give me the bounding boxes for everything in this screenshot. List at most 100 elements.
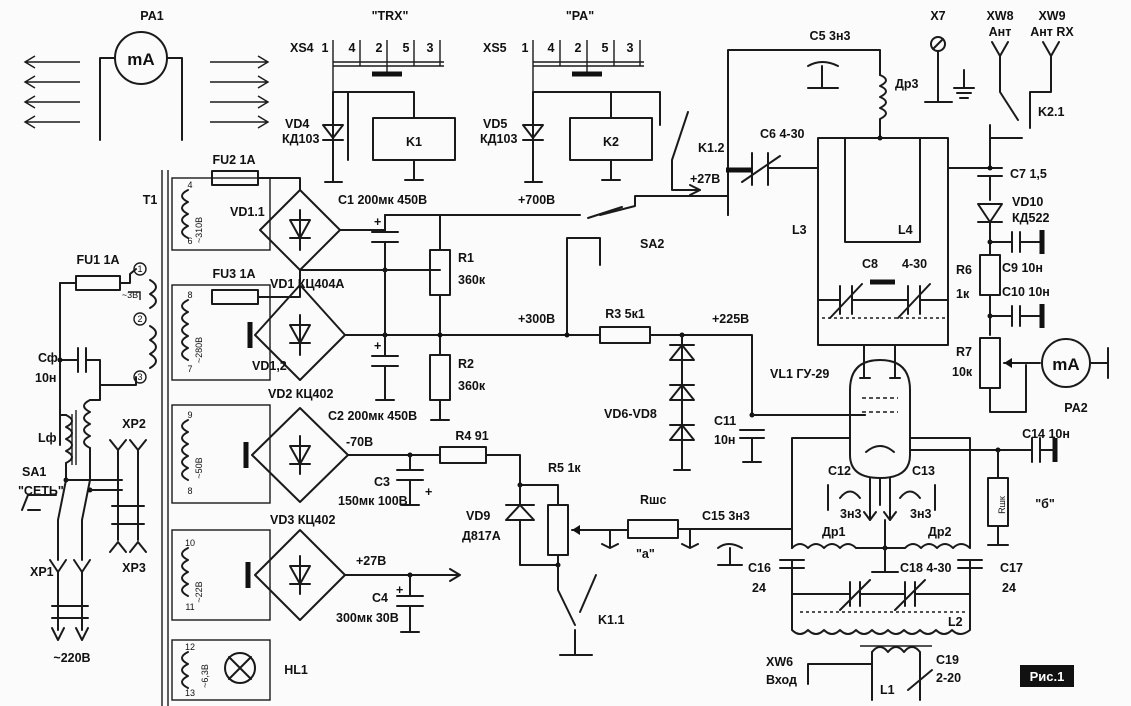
x7-label: X7 (930, 9, 945, 23)
xw9-label: XW9 (1038, 9, 1065, 23)
c3-label: C3 (374, 475, 390, 489)
xw8-label: XW8 (986, 9, 1013, 23)
c1-capacitor: C1 200мк 450В + (299, 193, 441, 273)
vd3-bridge: VD3 КЦ402 +27В (245, 513, 461, 621)
c8-label: C8 (862, 257, 878, 271)
fu2-fuse: FU2 1A (211, 153, 301, 191)
pa2-unit: mA (1052, 355, 1079, 374)
cf-capacitor: Сф 10н (35, 347, 137, 386)
c4-val: 300мк 30В (336, 611, 399, 625)
xp2-connector: XP2 (109, 417, 147, 541)
t1-pin-11: 11 (185, 602, 194, 612)
l4-label: L4 (898, 223, 913, 237)
vd3-label: VD3 КЦ402 (270, 513, 335, 527)
fu3-fuse: FU3 1A (211, 267, 301, 305)
fu2-label: FU2 1A (212, 153, 255, 167)
t1-pin-2: 2 (137, 314, 142, 324)
c5-capacitor: C5 3н3 (727, 29, 881, 216)
t1-label: T1 (143, 193, 158, 207)
vd6vd8-label: VD6-VD8 (604, 407, 657, 421)
t1-primary: 1 ~3В 2 3 (122, 262, 157, 384)
r5-resistor: R5 1к (547, 461, 629, 568)
xw8-antenna: XW8 Ант (986, 9, 1019, 121)
c12-c13-capacitors: C12 3н3 C13 3н3 (827, 464, 936, 521)
a-mark: "а" (636, 547, 655, 561)
minus70-label: -70В (346, 435, 373, 449)
input-circuit: XW6 Вход L1 C19 2-20 (766, 645, 961, 701)
c8-val: 4-30 (902, 257, 927, 271)
c2-plus: + (374, 339, 381, 353)
r6-resistor: R6 1к (956, 254, 1001, 336)
pa2-label: PA2 (1064, 401, 1087, 415)
c1-label: C1 200мк 450В (338, 193, 427, 207)
c19-val: 2-20 (936, 671, 961, 685)
xs5-connector: "PA" XS5 1 4 2 5 3 (483, 9, 661, 116)
c9-label: C9 10н (1002, 261, 1043, 275)
w280-label: ~280В (194, 337, 204, 363)
xs5-label: XS5 (483, 41, 507, 55)
c3-val: 150мк 100В (338, 494, 408, 508)
plus700-label: +700В (518, 193, 555, 207)
vd1-label: VD1 КЦ404А (270, 277, 344, 291)
plus27-k-label: +27В (690, 172, 720, 186)
r2-label: R2 (458, 357, 474, 371)
xs4-pin-2: 2 (376, 41, 383, 55)
c6-label: C6 4-30 (760, 127, 805, 141)
c15-label: C15 3н3 (702, 509, 750, 523)
c16-label: C16 (748, 561, 771, 575)
k2-relay: K2 (559, 91, 653, 181)
r2-val: 360к (458, 379, 486, 393)
vd4-label: VD4 (285, 117, 309, 131)
xp2-label: XP2 (122, 417, 146, 431)
r1-label: R1 (458, 251, 474, 265)
c16-val: 24 (752, 581, 766, 595)
dr2-label: Др2 (928, 525, 952, 539)
l3-label: L3 (792, 223, 807, 237)
c9-capacitor: C9 10н (987, 230, 1045, 275)
c11-val: 10н (714, 433, 735, 447)
plus27-label: +27В (356, 554, 386, 568)
vd4-type: КД103 (282, 132, 319, 146)
c14-label: C14 10н (1022, 427, 1070, 441)
left-airflow-arrows (23, 55, 80, 129)
vd4-diode: VD4 КД103 (282, 114, 344, 183)
c11-label: C11 (714, 414, 736, 428)
c19-label: C19 (936, 653, 959, 667)
t1-transformer: T1 (143, 170, 169, 706)
lf-choke: Lф (38, 384, 101, 465)
t1-pin-9: 9 (187, 410, 192, 420)
vd11-label: VD1.1 (230, 205, 265, 219)
figure-label-text: Рис.1 (1030, 669, 1065, 684)
xs5-pin-5: 5 (602, 41, 609, 55)
fu1-label: FU1 1A (76, 253, 119, 267)
winding-280v: ~280В 8 7 (171, 284, 271, 381)
vd2-bridge: VD2 КЦ402 -70В (243, 387, 441, 503)
t1-pin-12: 12 (185, 642, 195, 652)
t1-pin-3: 3 (137, 372, 142, 382)
t1-pin-8: 8 (187, 290, 192, 300)
xp3-connector: XP3 (109, 541, 147, 575)
b-mark: "б" (1035, 497, 1055, 511)
r6-val: 1к (956, 287, 970, 301)
right-airflow-arrows (210, 55, 270, 129)
t1-pin-1: 1 (137, 264, 142, 274)
xs4-pin-5: 5 (403, 41, 410, 55)
k1-label: K1 (406, 135, 422, 149)
plus225-label: +225В (712, 312, 749, 326)
c6-capacitor: C6 4-30 (726, 127, 819, 186)
r7-label: R7 (956, 345, 972, 359)
w22-label: ~22В (194, 581, 204, 602)
sa2-switch: +700В SA2 (518, 193, 729, 336)
x7-terminal: X7 (924, 9, 975, 103)
c18-label: C18 4-30 (900, 561, 951, 575)
pa1-meter: mA PA1 (99, 9, 183, 141)
xs5-pin-2: 2 (575, 41, 582, 55)
lf-label: Lф (38, 431, 57, 445)
fu1-fuse: FU1 1A (59, 253, 137, 446)
xw9-antenna: XW9 Ант RX (1029, 9, 1074, 129)
k1-1-contact: K1.1 (557, 564, 624, 656)
figure-label: Рис.1 (1020, 665, 1074, 687)
k21-label: K2.1 (1038, 105, 1064, 119)
c7-label: C7 1,5 (1010, 167, 1047, 181)
c13-label: C13 (912, 464, 935, 478)
